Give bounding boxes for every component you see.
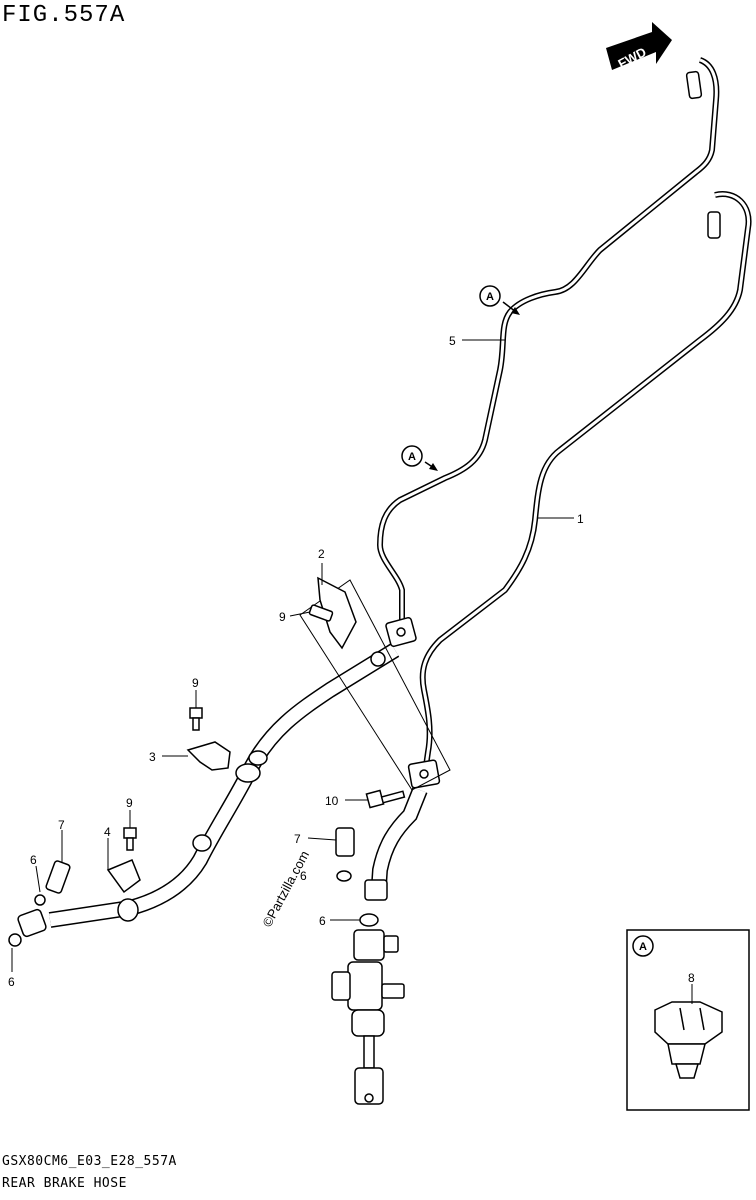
- union-bolt-7-left: [8, 860, 71, 947]
- bolt-10: [365, 789, 406, 809]
- fwd-arrow-icon: FWD: [606, 22, 672, 71]
- joint-clamp-lower: [407, 759, 441, 789]
- callout-part-9c: 9: [126, 796, 133, 810]
- leader-lines: [11, 339, 693, 1004]
- ref-circle-a-box: [632, 935, 654, 957]
- callout-part-9a: 9: [192, 676, 199, 690]
- callout-part-6d: 6: [319, 914, 326, 928]
- callout-part-6c: 6: [300, 869, 307, 883]
- ref-label-a-box: A: [639, 941, 647, 953]
- brake-pipe-5: [376, 57, 720, 625]
- bolt-9-lower: [123, 827, 137, 851]
- callout-part-2: 2: [318, 547, 325, 561]
- footer-code: GSX80CM6_E03_E28_557A: [2, 1154, 177, 1169]
- bracket-2: [308, 576, 357, 650]
- master-cylinder: [331, 929, 405, 1105]
- callout-part-8: 8: [688, 971, 695, 985]
- union-bolt-7-right: [335, 827, 379, 927]
- bolt-9-upper: [189, 707, 203, 731]
- callout-part-6b: 6: [8, 975, 15, 989]
- callout-part-4: 4: [104, 825, 111, 839]
- detail-box-a: [626, 929, 750, 1111]
- ref-arrow-a-upper: [479, 285, 520, 315]
- footer-name: REAR BRAKE HOSE: [2, 1176, 127, 1191]
- watermark-text: ©Partzilla.com: [259, 848, 312, 929]
- brake-hose-rear: [364, 787, 428, 901]
- callout-part-7a: 7: [58, 818, 65, 832]
- joint-clamp-upper: [385, 616, 417, 648]
- brake-pipe-1: [419, 191, 752, 781]
- bracket-3: [186, 741, 231, 771]
- callout-part-9b: 9: [279, 610, 286, 624]
- callout-part-10: 10: [325, 794, 339, 808]
- callout-part-5: 5: [449, 334, 456, 348]
- callout-part-6a: 6: [30, 853, 37, 867]
- bracket-4: [106, 859, 141, 894]
- ref-label-a-upper: A: [486, 291, 494, 303]
- callout-part-1: 1: [577, 512, 584, 526]
- callout-part-3: 3: [149, 750, 156, 764]
- brake-hose-front: [17, 643, 400, 938]
- clamp-8: [654, 1001, 723, 1079]
- figure-title: FIG.557A: [2, 2, 126, 29]
- callout-part-7b: 7: [294, 832, 301, 846]
- ref-label-a-lower: A: [408, 451, 416, 463]
- ref-arrow-a-lower: [401, 445, 438, 471]
